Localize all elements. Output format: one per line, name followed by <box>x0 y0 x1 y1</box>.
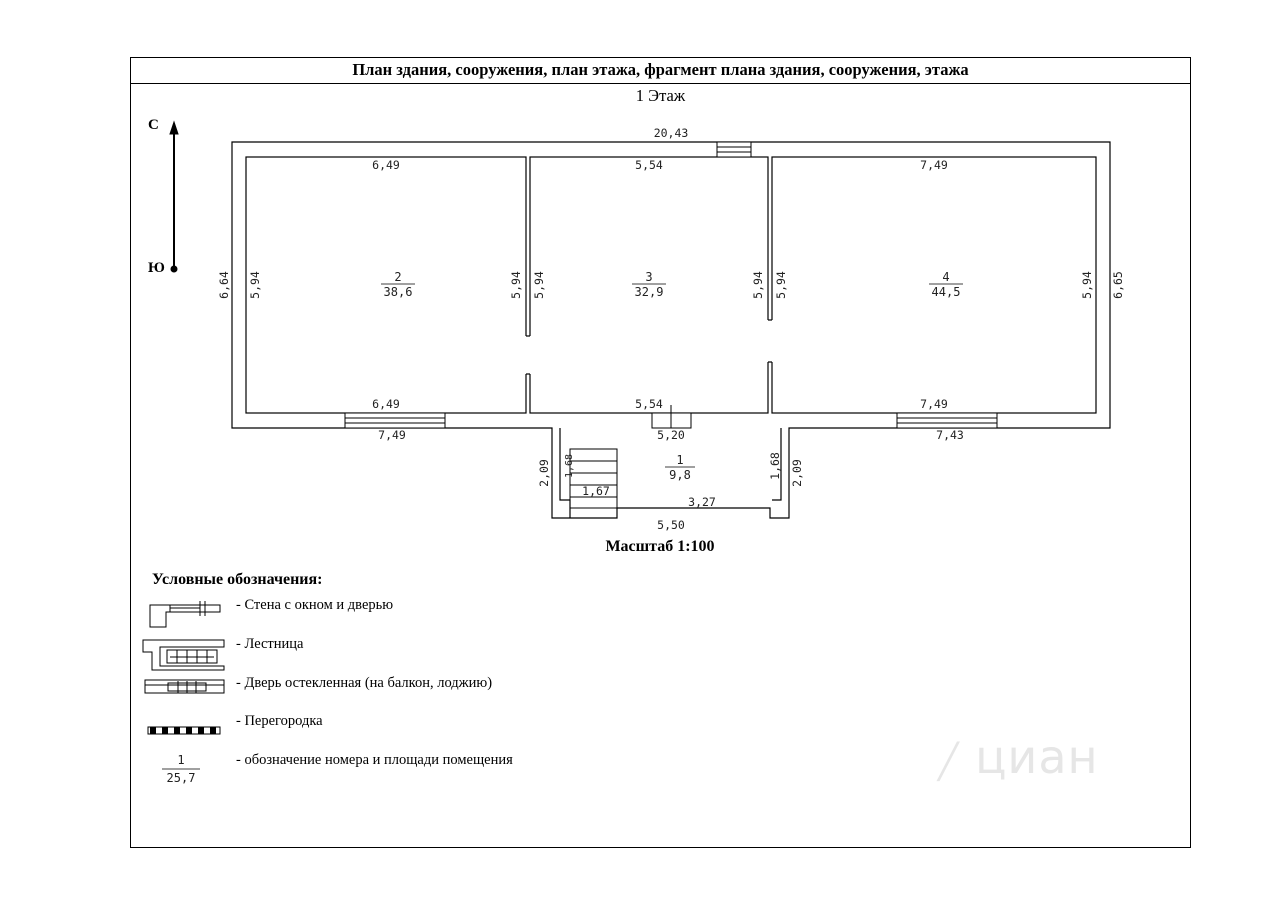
dim-porch-right-outer: 2,09 <box>790 459 804 487</box>
scale-label: Масштаб 1:100 <box>605 538 715 555</box>
dim-outer-right-height: 6,65 <box>1111 271 1125 299</box>
dim-porch-right-inner: 1,68 <box>768 452 782 480</box>
dim-room3-top: 5,54 <box>635 158 663 172</box>
room-label-2: 2 38,6 <box>381 270 415 299</box>
room-number: 1 <box>676 453 683 467</box>
room-number: 3 <box>645 270 652 284</box>
legend-partition-icon <box>147 726 221 735</box>
dim-stair-width: 1,67 <box>582 484 610 498</box>
dim-outer-left-bottom: 7,49 <box>378 428 406 442</box>
dim-outer-right-bottom: 7,43 <box>936 428 964 442</box>
dim-room2-top: 6,49 <box>372 158 400 172</box>
room-number: 4 <box>942 270 949 284</box>
legend-item-partition: - Перегородка <box>236 713 323 729</box>
watermark-logo: ╱ циан <box>938 730 1099 784</box>
dim-porch-left-inner: 1,68 <box>564 454 575 478</box>
legend-title: Условные обозначения: <box>152 571 323 588</box>
dim-outer-mid-bottom: 5,20 <box>657 428 685 442</box>
legend-item-room-label: - обозначение номера и площади помещения <box>236 752 513 768</box>
dim-outer-left-height: 6,64 <box>217 271 231 299</box>
room-label-3: 3 32,9 <box>632 270 666 299</box>
legend-stairs-icon <box>142 639 225 671</box>
floor-label: 1 Этаж <box>635 86 686 105</box>
dim-porch-inner-bottom: 3,27 <box>688 495 716 509</box>
legend-item-glazed-door: - Дверь остекленная (на балкон, лоджию) <box>236 675 493 691</box>
drawing-frame <box>130 57 1191 848</box>
compass-arrow-icon <box>169 120 179 273</box>
dim-room4-bottom: 7,49 <box>920 397 948 411</box>
dim-room3-bottom: 5,54 <box>635 397 663 411</box>
legend-room-label-icon: 1 25,7 <box>162 753 200 785</box>
door-openings <box>524 320 774 374</box>
stairs <box>569 448 618 509</box>
dim-porch-outer-bottom: 5,50 <box>657 518 685 532</box>
dim-room2-bottom: 6,49 <box>372 397 400 411</box>
room-number: 2 <box>394 270 401 284</box>
plan-title: План здания, сооружения, план этажа, фра… <box>130 57 1191 84</box>
dim-room3-left: 5,94 <box>532 271 546 299</box>
legend-glazed-door-icon <box>144 679 225 694</box>
dim-overall-width: 20,43 <box>654 126 689 140</box>
room-area: 32,9 <box>635 285 664 299</box>
dim-room3-right: 5,94 <box>751 271 765 299</box>
dim-room4-top: 7,49 <box>920 158 948 172</box>
outer-walls <box>231 141 1111 519</box>
legend-wall-icon <box>149 601 221 628</box>
compass-north-label: С <box>148 117 159 133</box>
window-marks <box>344 141 998 429</box>
legend-item-stairs: - Лестница <box>236 636 304 652</box>
dim-room2-right: 5,94 <box>509 271 523 299</box>
room-area: 38,6 <box>384 285 413 299</box>
dim-room4-right: 5,94 <box>1080 271 1094 299</box>
dim-porch-left-outer: 2,09 <box>537 459 551 487</box>
dim-room4-left: 5,94 <box>774 271 788 299</box>
legend-item-wall: - Стена с окном и дверью <box>236 597 394 613</box>
room-area: 44,5 <box>932 285 961 299</box>
partition-ends <box>526 319 772 375</box>
compass-south-label: Ю <box>148 260 165 276</box>
dim-room2-left: 5,94 <box>248 271 262 299</box>
legend-sample-area: 25,7 <box>167 771 196 785</box>
room-label-4: 4 44,5 <box>929 270 963 299</box>
room-label-1: 1 9,8 <box>665 453 695 482</box>
room-area: 9,8 <box>669 468 691 482</box>
legend-sample-number: 1 <box>177 753 184 767</box>
